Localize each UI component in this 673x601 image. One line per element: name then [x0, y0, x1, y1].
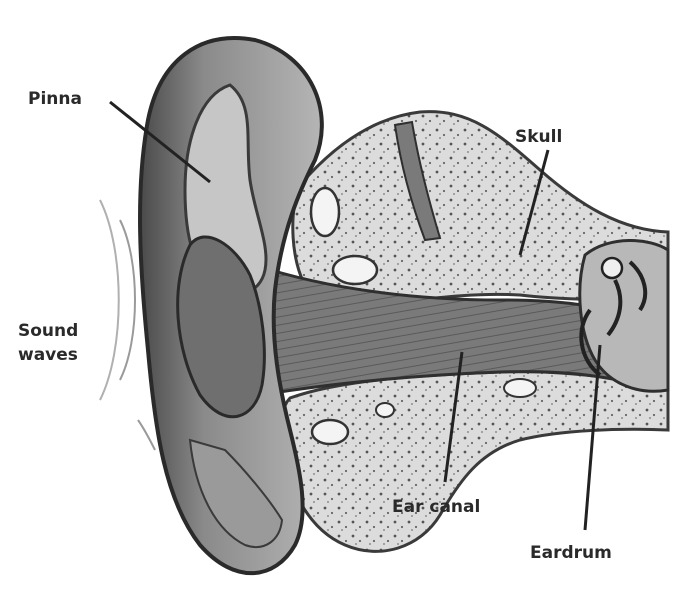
bone-cavity — [376, 403, 394, 417]
skull-bone-lower — [281, 372, 668, 552]
label-skull: Skull — [515, 127, 562, 147]
sound-wave-arc — [100, 200, 119, 400]
bone-cavity — [333, 256, 377, 284]
label-sound-waves-line1: Sound — [18, 321, 78, 341]
label-pinna: Pinna — [28, 89, 82, 109]
label-eardrum: Eardrum — [530, 543, 612, 563]
sound-wave-arc — [138, 420, 155, 450]
sound-wave-arc — [120, 220, 135, 380]
bone-cavity — [312, 420, 348, 444]
bone-cavity — [311, 188, 339, 236]
bone-cavity — [504, 379, 536, 397]
ossicle — [602, 258, 622, 278]
label-ear-canal: Ear canal — [392, 497, 480, 517]
label-sound-waves-line2: waves — [18, 345, 78, 365]
